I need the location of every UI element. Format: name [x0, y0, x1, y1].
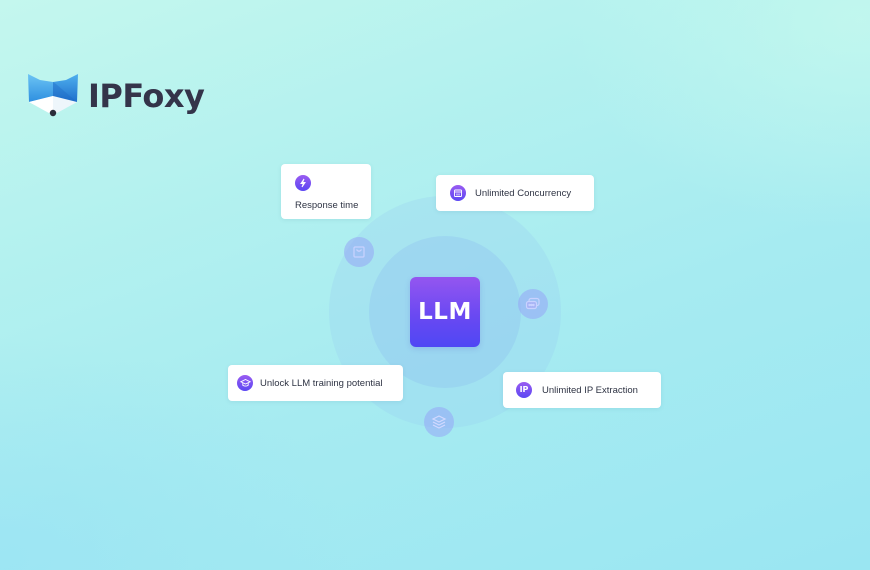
feature-label: Unlock LLM training potential: [260, 377, 383, 389]
feature-label: Unlimited Concurrency: [475, 187, 572, 199]
feature-card-response-time: Response time: [281, 164, 371, 219]
feature-card-ip-extraction: IP Unlimited IP Extraction: [503, 372, 661, 408]
shopping-bag-icon: [344, 237, 374, 267]
feature-card-llm-training: Unlock LLM training potential: [228, 365, 403, 401]
feature-label: Response time: [295, 200, 359, 211]
llm-label: LLM: [418, 299, 472, 325]
feature-label: Unlimited IP Extraction: [542, 384, 638, 396]
brand-name: IPFoxy: [88, 77, 205, 115]
layers-icon: [424, 407, 454, 437]
brand-logo: IPFoxy: [26, 72, 205, 118]
lightning-icon: [295, 175, 311, 191]
ip-icon: IP: [516, 382, 532, 398]
chat-bubbles-icon: [518, 289, 548, 319]
llm-tile: LLM: [410, 277, 480, 347]
feature-card-unlimited-concurrency: Unlimited Concurrency: [436, 175, 594, 211]
graduation-cap-icon: [237, 375, 253, 391]
calendar-icon: [450, 185, 466, 201]
fox-head-icon: [28, 74, 78, 117]
